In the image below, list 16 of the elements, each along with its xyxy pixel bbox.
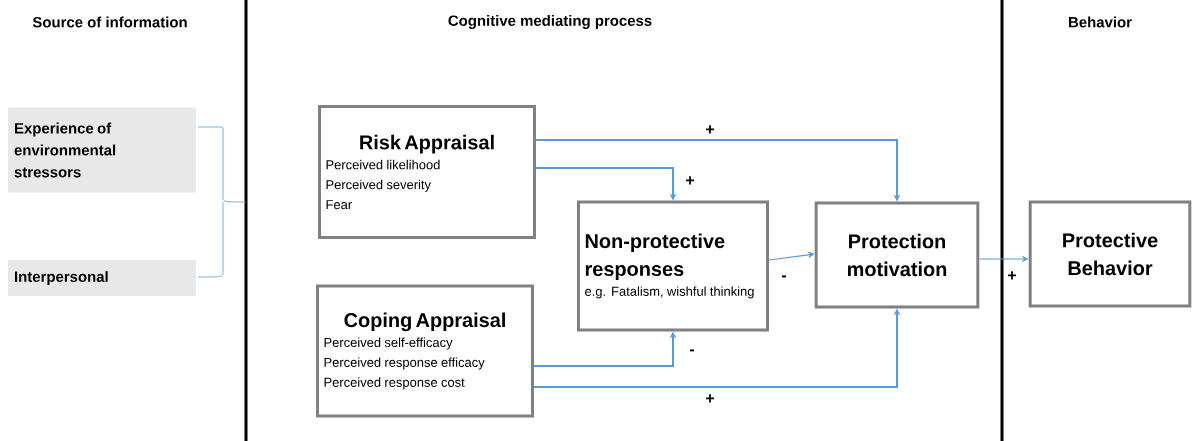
edge-label: - bbox=[688, 348, 696, 356]
edge-label: + bbox=[704, 393, 716, 405]
appraisal-box: Risk Appraisal Perceived likelihood Perceived severity Fear bbox=[318, 105, 536, 239]
edge-label: - bbox=[780, 274, 788, 282]
appraisal-box: Coping Appraisal Perceived self-efficacy Perceived response efficacy Perceived response cost bbox=[316, 284, 534, 418]
source-box: Experience of environmental stressors bbox=[8, 107, 196, 193]
edge-label: + bbox=[704, 124, 716, 136]
column-heading: Source of information bbox=[32, 16, 187, 28]
column-heading: Behavior bbox=[1069, 16, 1132, 28]
behavior-box: Protective Behavior bbox=[1028, 200, 1192, 308]
motivation-box: Protection motivation bbox=[814, 201, 980, 309]
response-box: Non-protective responses e.g. Fatalism, wishful thinking bbox=[577, 200, 769, 332]
column-heading: Cognitive mediating process bbox=[448, 15, 652, 29]
edge-label: + bbox=[684, 175, 696, 187]
edge-label: + bbox=[1006, 270, 1018, 282]
source-box: Interpersonal bbox=[8, 260, 196, 296]
